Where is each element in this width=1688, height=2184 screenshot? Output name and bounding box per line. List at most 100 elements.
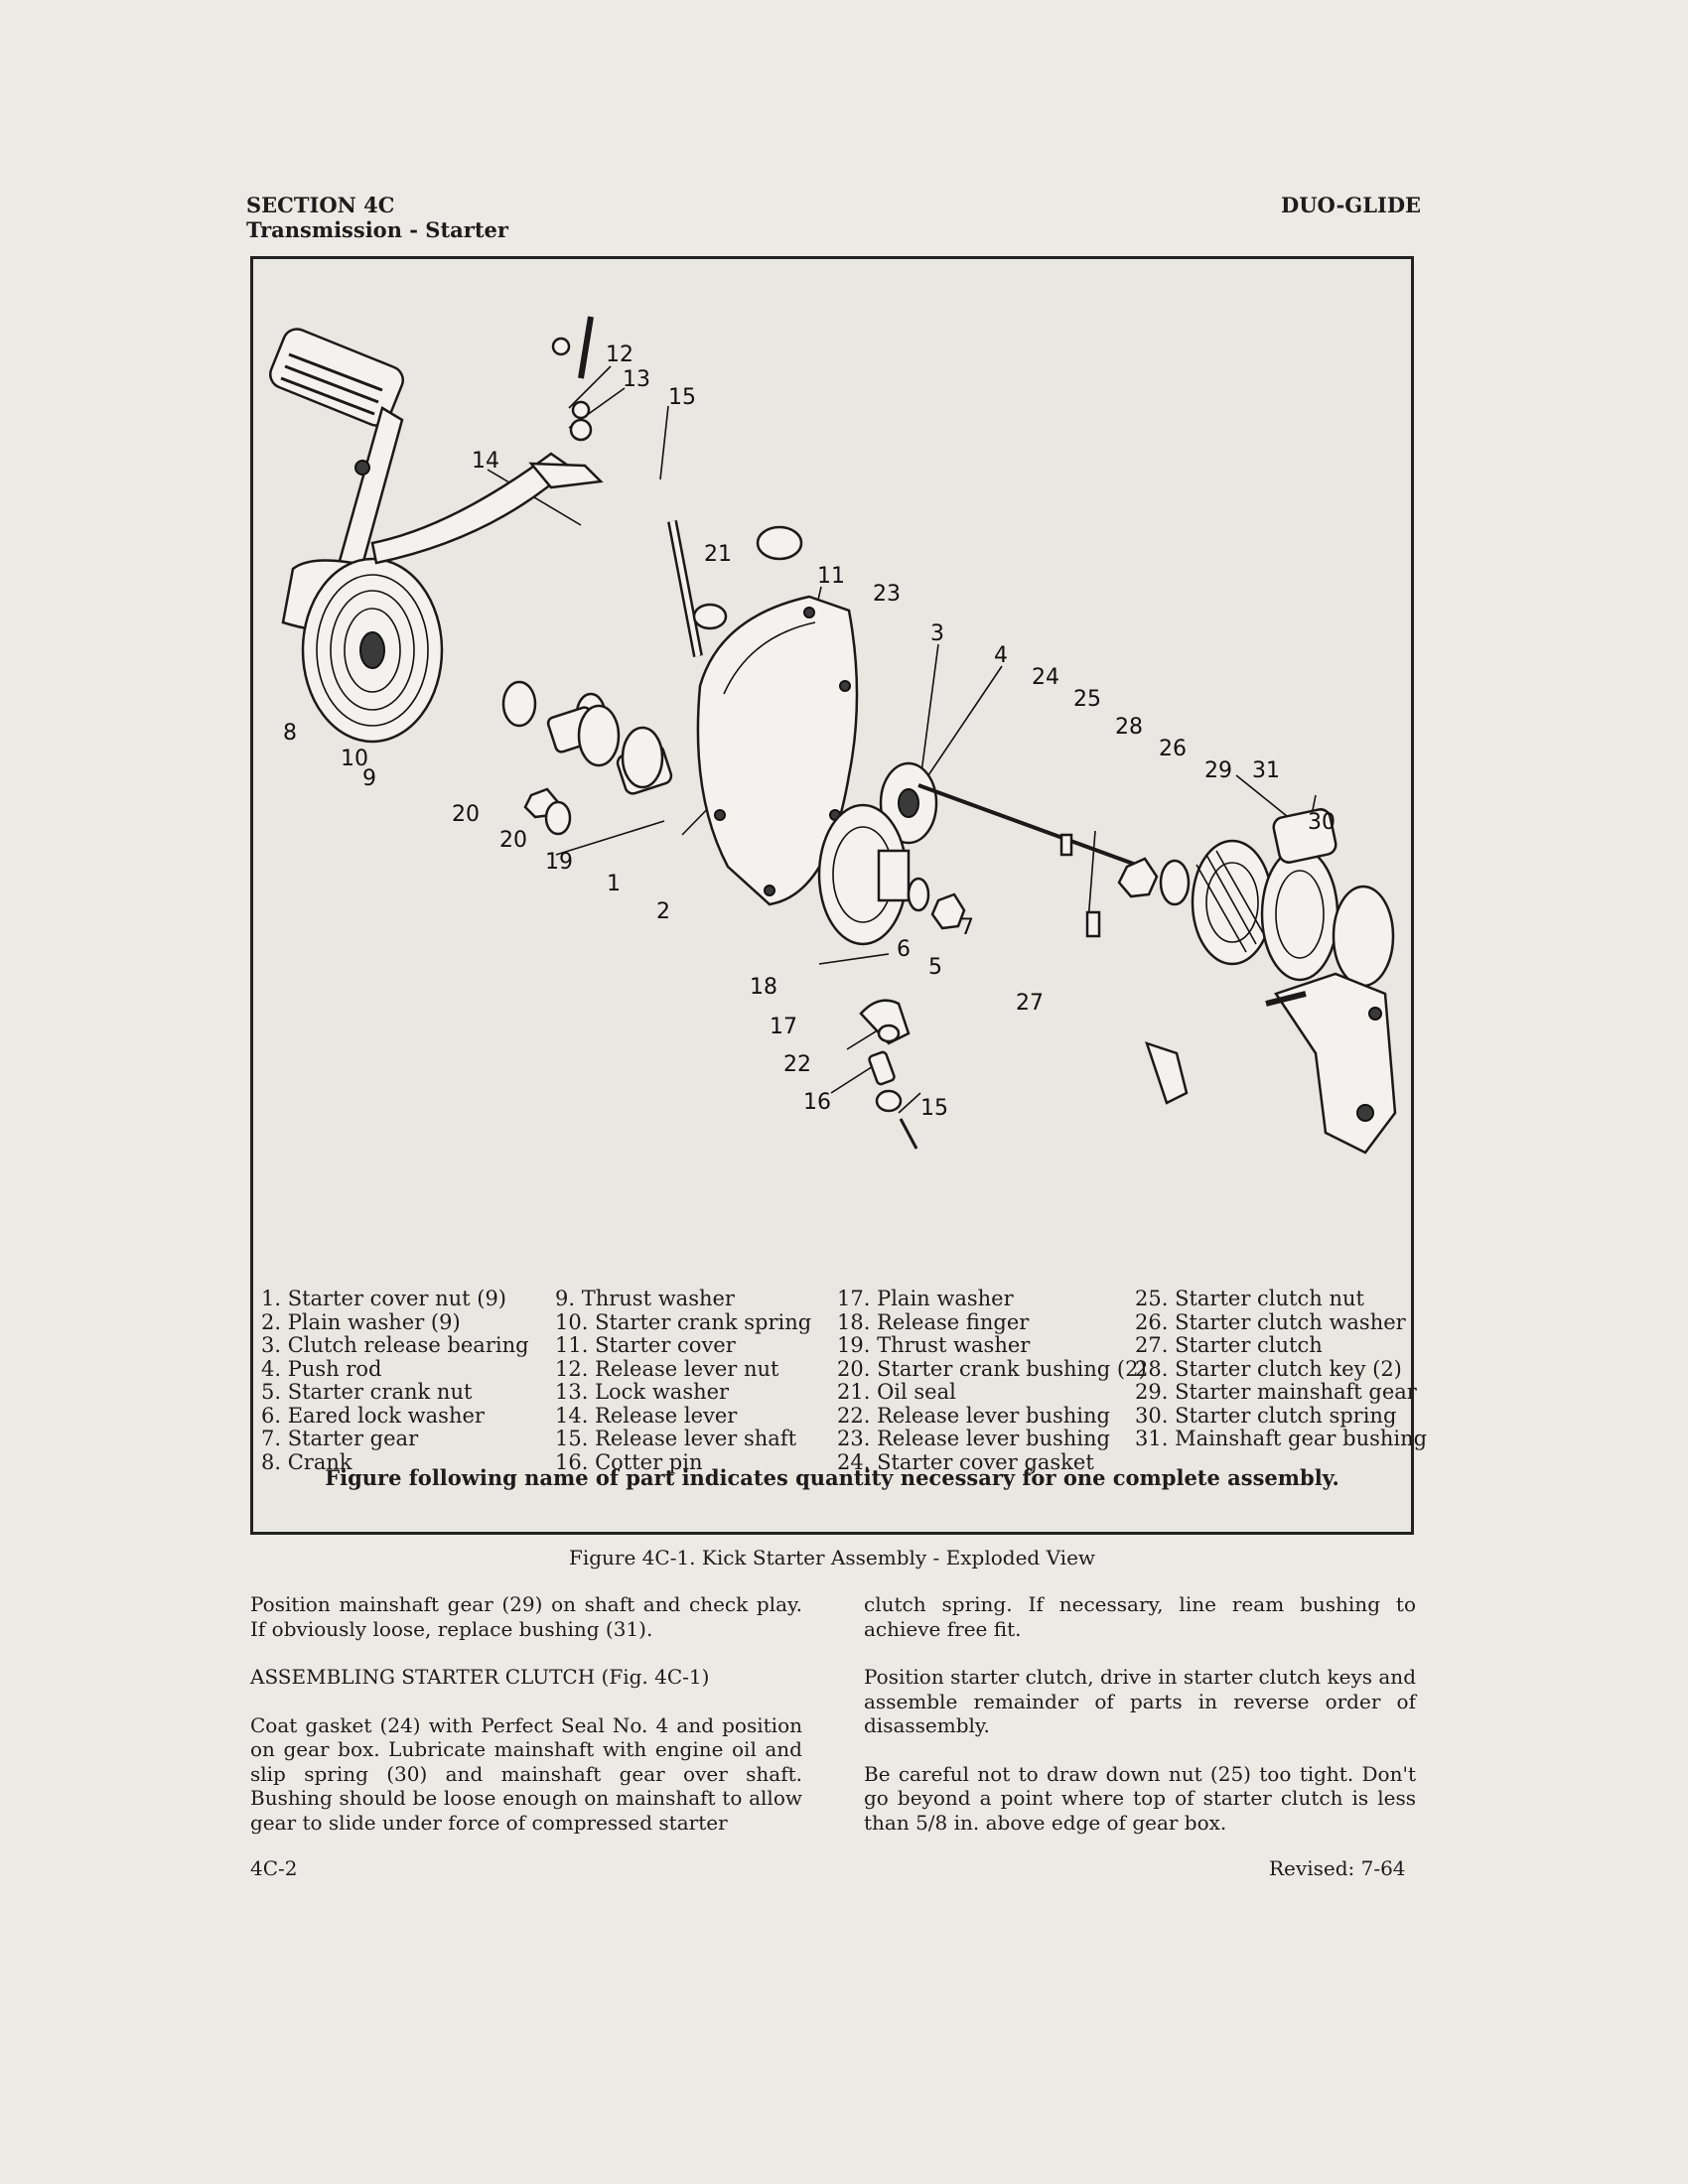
part-item: 27. Starter clutch	[1135, 1333, 1323, 1357]
part-item: 19. Thrust washer	[837, 1333, 1031, 1357]
starter-clutch-key-part	[1085, 910, 1101, 938]
quantity-note: Figure following name of part indicates …	[325, 1465, 1339, 1490]
release-lever-part	[370, 316, 604, 565]
callout-24: 23	[873, 582, 901, 607]
exploded-view-diagram: 12 13 14 15 21 11 23 3 4 24 25 28 26 29 …	[269, 316, 1397, 1155]
part-item: 16. Cotter pin	[555, 1449, 703, 1474]
part-item: 14. Release lever	[555, 1403, 738, 1428]
crank-spring-part	[301, 557, 444, 744]
starter-clutch-part	[1191, 839, 1274, 966]
callout-3: 3	[930, 621, 944, 646]
revised-date: Revised: 7-64	[1269, 1856, 1406, 1880]
callout-labels: 12 13 14 15 21 11 23 3 4 24 25 28 26 29 …	[283, 342, 1336, 1121]
part-item: 17. Plain washer	[837, 1287, 1014, 1310]
starter-clutch-nut-part	[1117, 857, 1159, 898]
parts-list-col-4: 25. Starter clutch nut 26. Starter clutc…	[1135, 1287, 1428, 1451]
part-item: 11. Starter cover	[555, 1333, 736, 1357]
paragraph: Coat gasket (24) with Perfect Seal No. 4…	[250, 1712, 802, 1835]
callout-15: 15	[668, 385, 696, 410]
gear-box-bracket	[1145, 972, 1397, 1155]
right-text-column: clutch spring. If necessary, line ream b…	[864, 1592, 1416, 1858]
part-item: 7. Starter gear	[261, 1427, 419, 1450]
model-label: DUO-GLIDE	[1281, 193, 1422, 217]
part-item: 8. Crank	[261, 1449, 352, 1474]
callout-17: 16	[803, 1090, 831, 1115]
part-item: 31. Mainshaft gear bushing	[1135, 1427, 1428, 1450]
paragraph: Position mainshaft gear (29) on shaft an…	[250, 1592, 802, 1641]
part-item: 22. Release lever bushing	[837, 1403, 1110, 1428]
part-item: 13. Lock washer	[555, 1380, 730, 1404]
callout-1: 1	[607, 872, 621, 896]
parts-list-col-1: 1. Starter cover nut (9) 2. Plain washer…	[261, 1287, 529, 1474]
cover-nuts	[523, 787, 572, 836]
part-item: 6. Eared lock washer	[261, 1403, 485, 1428]
callout-23: 22	[783, 1052, 811, 1077]
callout-27: 26	[1159, 737, 1187, 761]
callout-30: 30	[1308, 810, 1336, 835]
callout-25: 24	[1032, 665, 1059, 690]
starter-clutch-key-part-2	[1059, 833, 1073, 857]
callout-7: 7	[960, 915, 974, 940]
part-item: 3. Clutch release bearing	[261, 1333, 529, 1357]
callout-20-lower: 19	[545, 850, 573, 875]
page-number: 4C-2	[250, 1856, 298, 1880]
starter-clutch-washer-part	[1159, 859, 1191, 906]
clutch-release-bearing-part	[879, 761, 938, 845]
paragraph: Be careful not to draw down nut (25) too…	[864, 1761, 1416, 1835]
callout-14: 14	[472, 449, 499, 474]
figure-caption: Figure 4C-1. Kick Starter Assembly - Exp…	[568, 1546, 1096, 1570]
part-item: 23. Release lever bushing	[837, 1427, 1110, 1450]
part-item: 29. Starter mainshaft gear	[1135, 1380, 1417, 1404]
part-item: 21. Oil seal	[837, 1380, 956, 1404]
part-item: 25. Starter clutch nut	[1135, 1287, 1364, 1310]
figure-box: 12 13 14 15 21 11 23 3 4 24 25 28 26 29 …	[250, 256, 1427, 1535]
part-item: 5. Starter crank nut	[261, 1380, 473, 1404]
callout-20-left: 20	[452, 802, 480, 827]
starter-clutch-spring-part	[1332, 885, 1395, 988]
push-rod-part	[917, 783, 1148, 871]
callout-18: 18	[750, 975, 777, 1000]
paragraph: clutch spring. If necessary, line ream b…	[864, 1592, 1416, 1641]
part-item: 18. Release finger	[837, 1309, 1030, 1334]
part-item: 12. Release lever nut	[555, 1356, 779, 1381]
callout-5: 5	[928, 955, 942, 980]
part-item: 2. Plain washer (9)	[261, 1309, 461, 1334]
part-item: 20. Starter crank bushing (2)	[837, 1356, 1147, 1381]
callout-2: 2	[656, 899, 670, 924]
callout-21: 20	[499, 828, 527, 853]
callout-13: 13	[623, 367, 650, 392]
release-finger-parts	[859, 999, 918, 1150]
callout-26: 25	[1073, 687, 1101, 712]
callout-16: 15	[920, 1096, 948, 1121]
callout-8: 8	[283, 721, 297, 746]
part-item: 30. Starter clutch spring	[1135, 1403, 1397, 1428]
callout-10: 10	[341, 747, 368, 771]
section-subtitle: Transmission - Starter	[246, 217, 508, 242]
callout-11: 11	[817, 564, 845, 589]
part-item: 24. Starter cover gasket	[837, 1449, 1094, 1474]
parts-list-col-2: 9. Thrust washer 10. Starter crank sprin…	[555, 1287, 812, 1474]
eared-lock-washer-part	[907, 877, 930, 912]
callout-22: 21	[704, 542, 732, 567]
bushings-washers	[501, 603, 728, 795]
part-item: 4. Push rod	[261, 1356, 382, 1381]
section-label: SECTION 4C	[246, 193, 395, 217]
callout-4: 4	[994, 643, 1008, 668]
starter-gear-part	[817, 803, 911, 946]
part-item: 28. Starter clutch key (2)	[1135, 1356, 1402, 1381]
callout-31: 31	[1252, 758, 1280, 783]
part-item: 15. Release lever shaft	[555, 1427, 797, 1450]
parts-list-col-3: 17. Plain washer 18. Release finger 19. …	[837, 1287, 1147, 1474]
callout-9: 9	[362, 766, 376, 791]
callout-19: 17	[770, 1015, 797, 1039]
starter-mainshaft-gear-part	[1260, 808, 1339, 982]
part-item: 26. Starter clutch washer	[1135, 1309, 1406, 1334]
paragraph: Position starter clutch, drive in starte…	[864, 1665, 1416, 1737]
callout-12: 12	[606, 342, 633, 367]
callout-28-top: 28	[1115, 715, 1143, 740]
part-item: 9. Thrust washer	[555, 1287, 735, 1310]
part-item: 1. Starter cover nut (9)	[261, 1287, 506, 1310]
release-lever-shaft-part	[667, 520, 703, 657]
part-item: 10. Starter crank spring	[555, 1309, 812, 1334]
callout-6: 6	[897, 937, 911, 962]
